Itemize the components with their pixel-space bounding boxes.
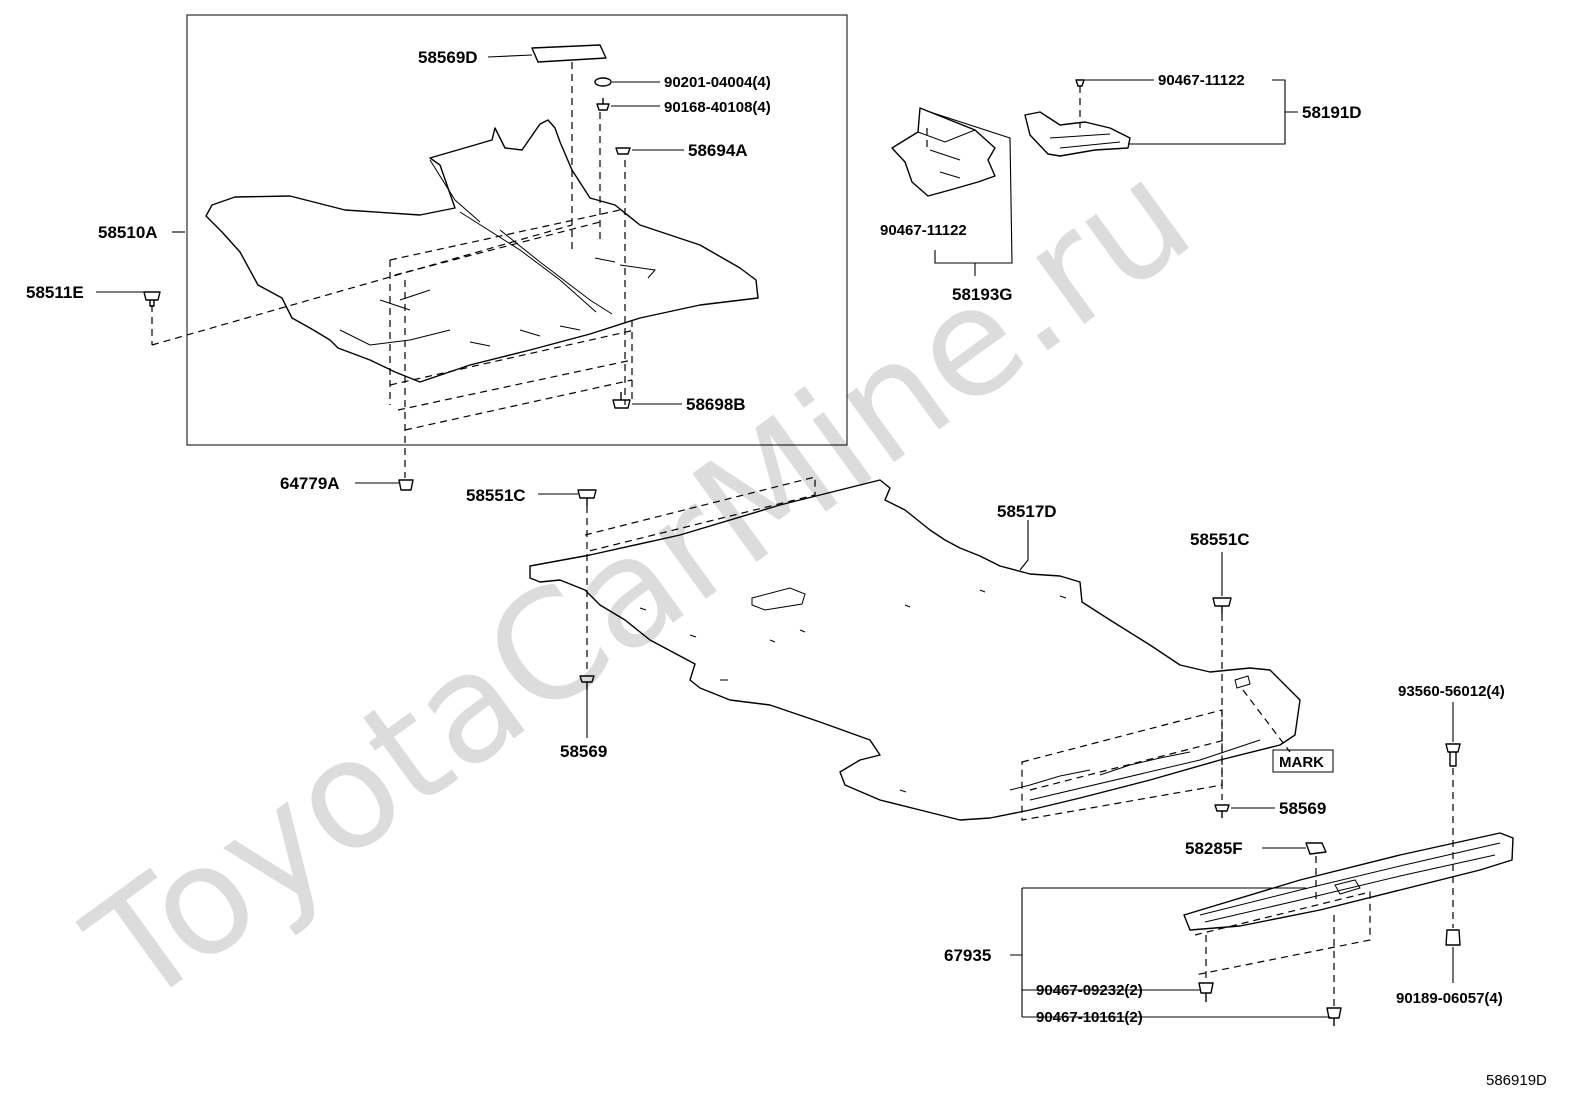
clip-icon — [1214, 804, 1230, 818]
bracket-58193G — [891, 107, 996, 197]
label-58285F: 58285F — [1185, 839, 1243, 858]
screw-icon — [596, 98, 610, 111]
label-64779A: 64779A — [280, 474, 340, 493]
label-58698B: 58698B — [686, 395, 746, 414]
label-67935: 67935 — [944, 946, 991, 965]
clip-icon — [1075, 79, 1085, 87]
clip-icon — [612, 392, 631, 409]
label-90168-40108: 90168-40108(4) — [664, 99, 771, 116]
label-58510A: 58510A — [98, 223, 158, 242]
mark-label: MARK — [1279, 754, 1324, 771]
label-58569-right: 58569 — [1279, 799, 1326, 818]
label-93560-56012: 93560-56012(4) — [1398, 683, 1505, 700]
label-58569-left: 58569 — [560, 742, 607, 761]
clip-icon — [577, 489, 597, 506]
watermark: ToyotaCarMine.ru — [58, 128, 1221, 1040]
label-58569D: 58569D — [418, 48, 478, 67]
label-58551C-left: 58551C — [466, 486, 526, 505]
mark-box — [1272, 749, 1334, 773]
clip-icon — [615, 147, 631, 155]
clip-icon — [1212, 597, 1232, 614]
label-90189-06057: 90189-06057(4) — [1396, 990, 1503, 1007]
carpet-tunnel — [429, 159, 613, 315]
label-90467-11122-left: 90467-11122 — [880, 222, 967, 239]
carpet-details — [339, 257, 656, 347]
label-58193G: 58193G — [952, 285, 1013, 304]
clip-icon — [579, 675, 595, 690]
scuff-plate — [1183, 832, 1514, 931]
diagram-id: 586919D — [1486, 1072, 1547, 1089]
label-90467-09232: 90467-09232(2) — [1036, 982, 1143, 999]
bracket-58191D — [1024, 111, 1131, 157]
label-58517D: 58517D — [997, 502, 1057, 521]
clip-icon — [1305, 842, 1327, 855]
front-floor-carpet — [205, 119, 759, 383]
label-58694A: 58694A — [688, 141, 748, 160]
group-frame — [186, 14, 848, 446]
label-58191D: 58191D — [1302, 103, 1362, 122]
clip-icon — [1326, 1007, 1342, 1026]
label-90467-10161: 90467-10161(2) — [1036, 1009, 1143, 1026]
clip-icon — [143, 291, 161, 307]
pad-58569D — [531, 44, 607, 63]
rear-floor-carpet — [529, 479, 1301, 821]
clip-icon — [1445, 929, 1461, 946]
label-58511E: 58511E — [26, 283, 84, 302]
washer-icon — [594, 77, 612, 87]
label-90201-04004: 90201-04004(4) — [664, 74, 771, 91]
bolt-icon — [1445, 743, 1461, 767]
clip-icon — [1198, 982, 1214, 1002]
label-90467-11122-top: 90467-11122 — [1158, 72, 1245, 89]
label-58551C-right: 58551C — [1190, 530, 1250, 549]
clip-icon — [398, 479, 414, 491]
